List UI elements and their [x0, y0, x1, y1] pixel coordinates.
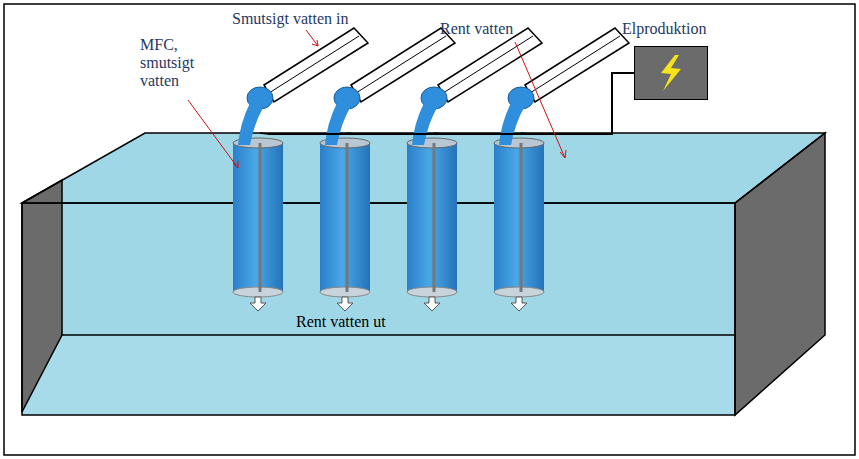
mfc-cylinder [407, 143, 457, 292]
electrode-rod [346, 143, 349, 292]
pipe-line [530, 36, 620, 93]
label: Rent vatten ut [296, 313, 386, 331]
cylinder-bottom [320, 287, 370, 297]
cylinder-bottom [494, 287, 544, 297]
pipe-line [356, 36, 446, 93]
label: MFC, smutsigt vatten [140, 36, 218, 90]
water-stream [325, 103, 351, 145]
mfc-cylinder [233, 143, 283, 292]
cylinder-bottom [407, 287, 457, 297]
cylinder-bottom [233, 287, 283, 297]
power-box: Elproduktion [622, 20, 708, 100]
mfc-cylinder [494, 143, 544, 292]
wire [260, 133, 268, 134]
box-heading: Elproduktion [622, 20, 708, 38]
power-box-body [634, 46, 708, 100]
electrode-rod [520, 143, 523, 292]
label: Smutsigt vatten in [232, 10, 348, 28]
electrode-rod [259, 143, 262, 292]
pipe [525, 28, 629, 102]
pipe-line [269, 36, 359, 93]
water-stream [499, 103, 525, 145]
electrode-rod [433, 143, 436, 292]
label: Rent vatten [440, 20, 513, 38]
water-stream [412, 103, 438, 145]
mfc-cylinder [320, 143, 370, 292]
lightning-bolt [661, 55, 681, 91]
pipe-line [443, 36, 533, 93]
outflow-arrow [337, 297, 353, 311]
water-stream [238, 103, 264, 145]
outflow-arrow [424, 297, 440, 311]
outflow-arrow [250, 297, 266, 311]
lightning-symbol [635, 47, 707, 99]
outflow-arrow [511, 297, 527, 311]
